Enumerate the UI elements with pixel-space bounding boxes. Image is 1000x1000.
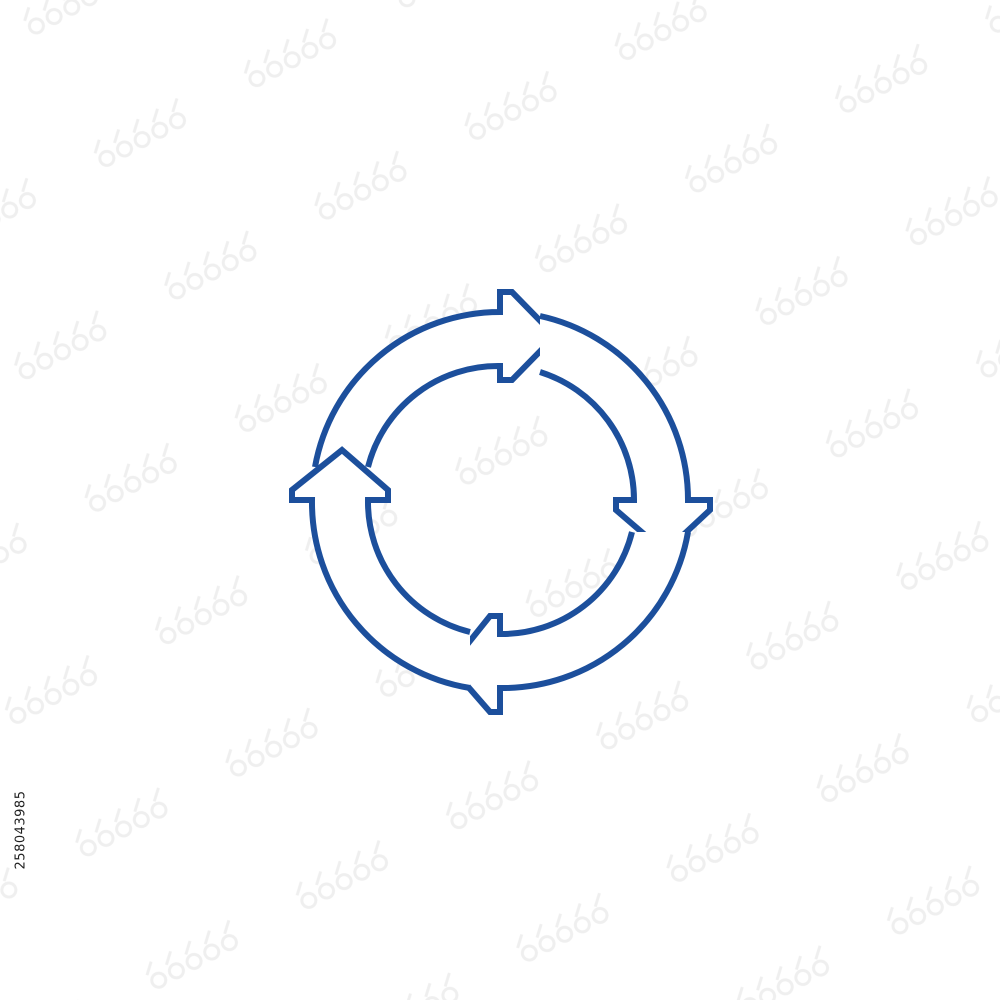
arrow-left-icon <box>289 446 471 691</box>
stock-id-text: 258043985 <box>13 790 29 870</box>
arrow-bottom-icon <box>446 531 691 715</box>
arrow-top-icon <box>312 289 560 468</box>
arrow-right-icon <box>539 313 713 557</box>
stock-id-label: 258043985 <box>4 760 38 900</box>
